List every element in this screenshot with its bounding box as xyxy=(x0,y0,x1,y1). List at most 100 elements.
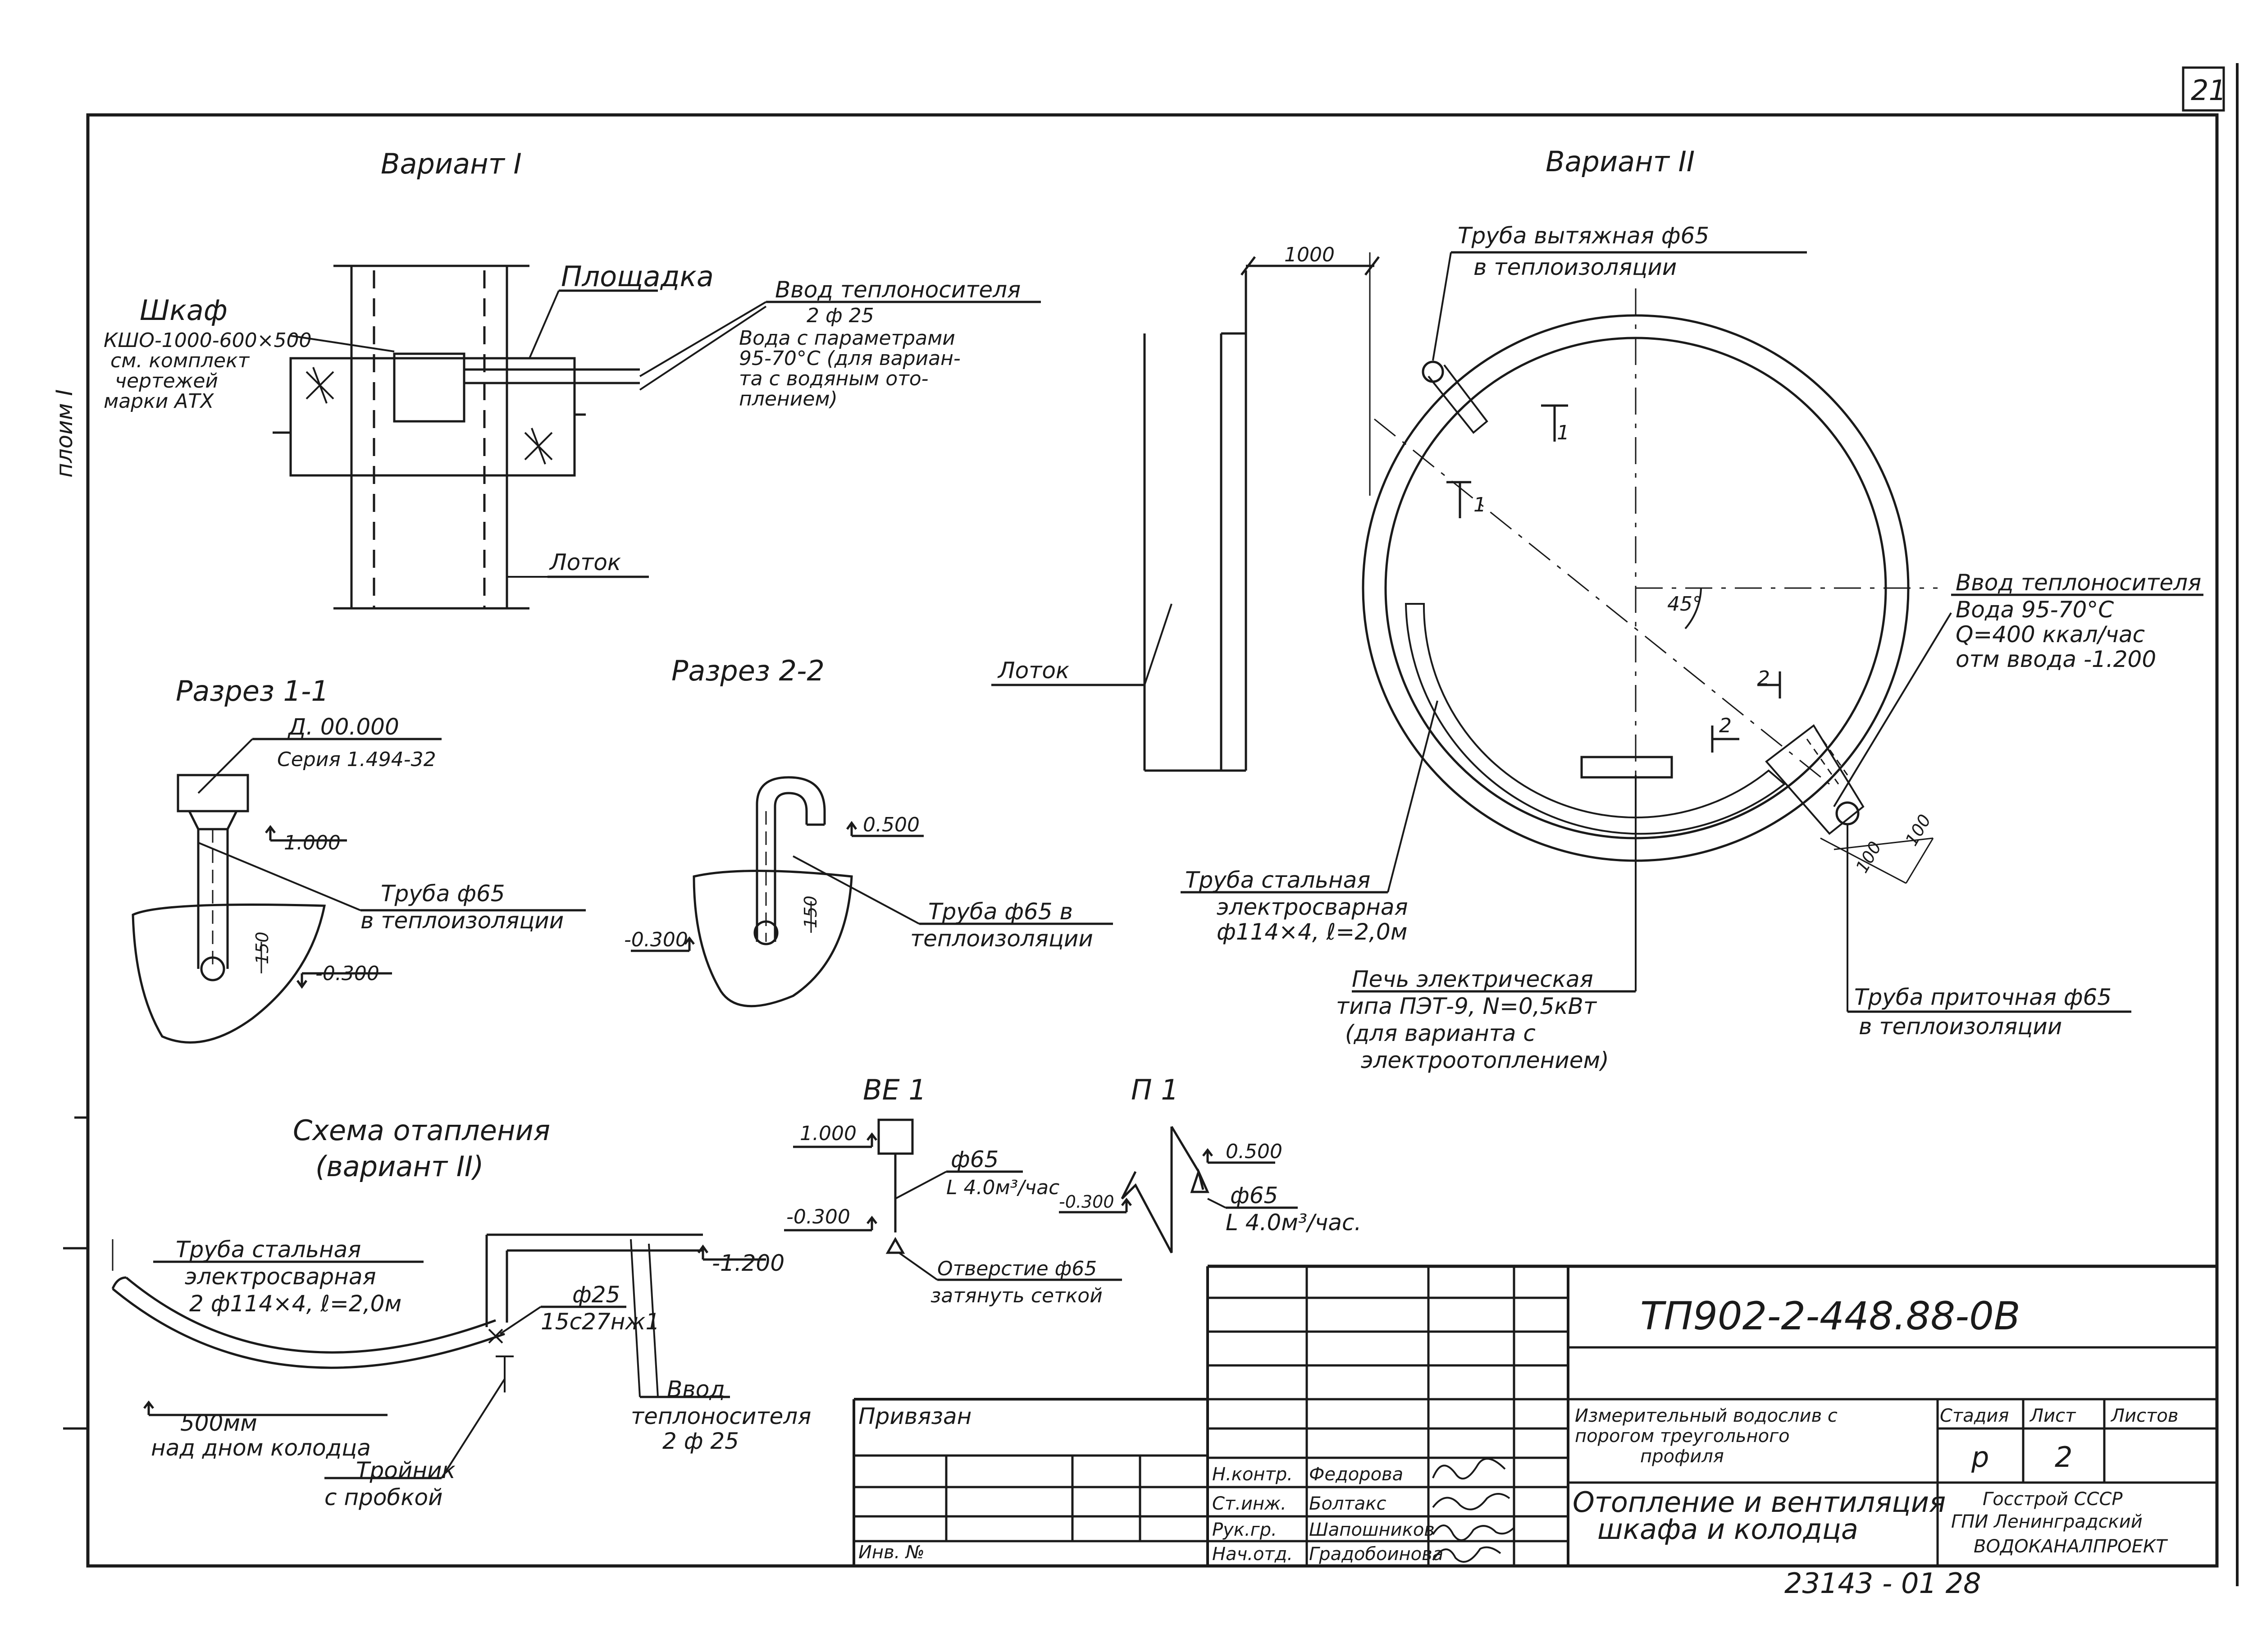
tb-name: Шапошников xyxy=(1309,1520,1435,1540)
svg-text:электросварная: электросварная xyxy=(1217,894,1408,920)
razrez11-seria: Серия 1.494-32 xyxy=(277,748,436,771)
tb-title1: Измерительный водослив с xyxy=(1575,1406,1838,1426)
razrez22-mark-bottom: -0.300 xyxy=(624,928,688,951)
svg-text:95-70°С (для вариан-: 95-70°С (для вариан- xyxy=(739,347,961,370)
scheme-steel-label: Труба стальная xyxy=(176,1237,361,1263)
svg-text:с пробкой: с пробкой xyxy=(324,1484,443,1511)
cut1-mark: 1 xyxy=(1557,421,1569,444)
svg-text:электроотоплением): электроотоплением) xyxy=(1361,1047,1609,1073)
p1-pipe: ф65 xyxy=(1230,1182,1278,1209)
tb-name: Болтакс xyxy=(1309,1493,1386,1514)
heating-scheme: Схема отапления (вариант II) Труба сталь… xyxy=(111,1114,811,1511)
scheme-tee: Тройник xyxy=(356,1457,456,1483)
section-1-1: Разрез 1-1 Д. 00.000 Серия 1.494-32 1.00… xyxy=(132,675,586,1044)
svg-text:плением): плением) xyxy=(739,388,838,411)
svg-text:КШО-1000-600×500: КШО-1000-600×500 xyxy=(104,329,311,352)
lotok-label: Лоток xyxy=(549,549,621,575)
p1-mark-bottom: -0.300 xyxy=(1059,1192,1114,1212)
tb-stage: р xyxy=(1971,1441,1989,1474)
svg-text:отм ввода -1.200: отм ввода -1.200 xyxy=(1956,646,2156,672)
svg-text:2: 2 xyxy=(1719,714,1732,737)
tb-role: Нач.отд. xyxy=(1212,1544,1293,1565)
tb-title2: Отопление и вентиляция xyxy=(1573,1486,1946,1519)
svg-text:Вода с параметрами: Вода с параметрами xyxy=(739,327,955,350)
p1-flow: L 4.0м³/час. xyxy=(1226,1209,1361,1236)
cut2-mark: 2 xyxy=(1757,667,1770,690)
svg-text:в теплоизоляции: в теплоизоляции xyxy=(1473,254,1677,280)
tb-sheet: 2 xyxy=(2055,1441,2072,1474)
razrez11-pipe: Труба ф65 xyxy=(381,881,505,907)
svg-text:Вода 95-70°С: Вода 95-70°С xyxy=(1956,597,2114,623)
tb-org: Госстрой СССР xyxy=(1983,1489,2123,1510)
scheme-title: Схема отапления xyxy=(293,1114,550,1147)
tb-name: Градобоинова xyxy=(1309,1544,1443,1565)
oven-label: Печь электрическая xyxy=(1352,966,1593,992)
variant1-title: Вариант I xyxy=(381,147,522,180)
dim-1000: 1000 xyxy=(1284,243,1335,266)
steel-pipe-label: Труба стальная xyxy=(1185,867,1370,893)
shkaf-label: Шкаф xyxy=(140,294,228,327)
sheet-number: 21 xyxy=(2191,74,2226,107)
be1-pipe: ф65 xyxy=(951,1146,999,1173)
tb-col-stage: Стадия xyxy=(1940,1406,2009,1426)
svg-text:1: 1 xyxy=(1473,493,1486,516)
svg-text:ГПИ Ленинградский: ГПИ Ленинградский xyxy=(1951,1511,2143,1532)
svg-text:2 ф114×4, ℓ=2,0м: 2 ф114×4, ℓ=2,0м xyxy=(189,1291,401,1317)
svg-text:над дном колодца: над дном колодца xyxy=(151,1435,371,1461)
side-note: плоим I xyxy=(51,389,78,478)
scheme-mark: -1.200 xyxy=(712,1250,784,1276)
lotok2-label: Лоток xyxy=(997,657,1069,684)
tb-code: ТП902-2-448.88-0В xyxy=(1640,1294,2020,1339)
p1-mark-top: 0.500 xyxy=(1226,1140,1282,1163)
title-block: Привязан Инв. № ТП902-2-448.88-0В Измери… xyxy=(853,1264,2217,1568)
be1-hole: Отверстие ф65 xyxy=(937,1257,1097,1280)
tb-role: Рук.гр. xyxy=(1212,1520,1277,1540)
razrez22-pipe: Труба ф65 в xyxy=(928,899,1073,925)
svg-text:в теплоизоляции: в теплоизоляции xyxy=(360,908,564,934)
svg-text:Q=400 ккал/час: Q=400 ккал/час xyxy=(1956,621,2145,648)
tb-col-sheet: Лист xyxy=(2029,1406,2076,1426)
supply-label: Труба приточная ф65 xyxy=(1854,984,2112,1010)
signature xyxy=(1432,1546,1501,1563)
vvod2-label: Ввод теплоносителя xyxy=(1956,570,2201,596)
svg-text:ф114×4, ℓ=2,0м: ф114×4, ℓ=2,0м xyxy=(1217,919,1407,945)
p1-title: П 1 xyxy=(1131,1073,1179,1106)
svg-text:(вариант II): (вариант II) xyxy=(315,1150,483,1183)
tb-inv: Инв. № xyxy=(858,1542,925,1563)
tb-name: Федорова xyxy=(1309,1464,1403,1485)
ploshadka-label: Площадка xyxy=(561,260,714,293)
razrez11-label: Д. 00.000 xyxy=(287,714,399,740)
razrez11-mark-top: 1.000 xyxy=(284,831,341,854)
variant2-plan: Вариант II Лоток 1000 Труба вытяжная ф65… xyxy=(991,145,2203,1073)
razrez11-title: Разрез 1-1 xyxy=(176,675,329,707)
svg-text:15с27нж1: 15с27нж1 xyxy=(541,1309,660,1335)
sheet-number-box xyxy=(2182,66,2225,112)
svg-text:порогом треугольного: порогом треугольного xyxy=(1575,1426,1790,1447)
razrez11-mark-bottom: -0.300 xyxy=(315,962,379,985)
tb-role: Н.контр. xyxy=(1212,1464,1293,1485)
svg-text:чертежей: чертежей xyxy=(115,370,218,392)
svg-text:теплоносителя: теплоносителя xyxy=(631,1403,811,1429)
scheme-depth: 500мм xyxy=(180,1410,257,1436)
tb-col-sheets: Листов xyxy=(2110,1406,2178,1426)
section-2-2: Разрез 2-2 0.500 -0.300 150 Труба ф65 в … xyxy=(624,654,1113,1008)
signature xyxy=(1432,1493,1510,1511)
be1-scheme: ВЕ 1 1.000 -0.300 ф65 L 4.0м³/час Отверс… xyxy=(784,1073,1122,1307)
svg-text:типа ПЭТ-9, N=0,5кВт: типа ПЭТ-9, N=0,5кВт xyxy=(1336,993,1597,1019)
be1-mark-bottom: -0.300 xyxy=(786,1205,850,1228)
be1-flow: L 4.0м³/час xyxy=(946,1176,1059,1199)
svg-text:в теплоизоляции: в теплоизоляции xyxy=(1859,1013,2062,1040)
svg-text:2 ф 25: 2 ф 25 xyxy=(662,1428,739,1454)
razrez11-dim: 150 xyxy=(252,931,272,964)
svg-text:профиля: профиля xyxy=(1640,1446,1724,1467)
exhaust-label: Труба вытяжная ф65 xyxy=(1458,223,1709,249)
bottom-number: 23143 - 01 28 xyxy=(1784,1567,1981,1600)
svg-text:марки АТХ: марки АТХ xyxy=(104,390,214,413)
razrez22-mark-top: 0.500 xyxy=(863,813,920,836)
razrez22-dim: 150 xyxy=(801,895,821,928)
signature xyxy=(1432,1524,1515,1541)
svg-text:ВОДОКАНАЛПРОЕКТ: ВОДОКАНАЛПРОЕКТ xyxy=(1974,1536,2168,1557)
signature xyxy=(1432,1458,1506,1480)
